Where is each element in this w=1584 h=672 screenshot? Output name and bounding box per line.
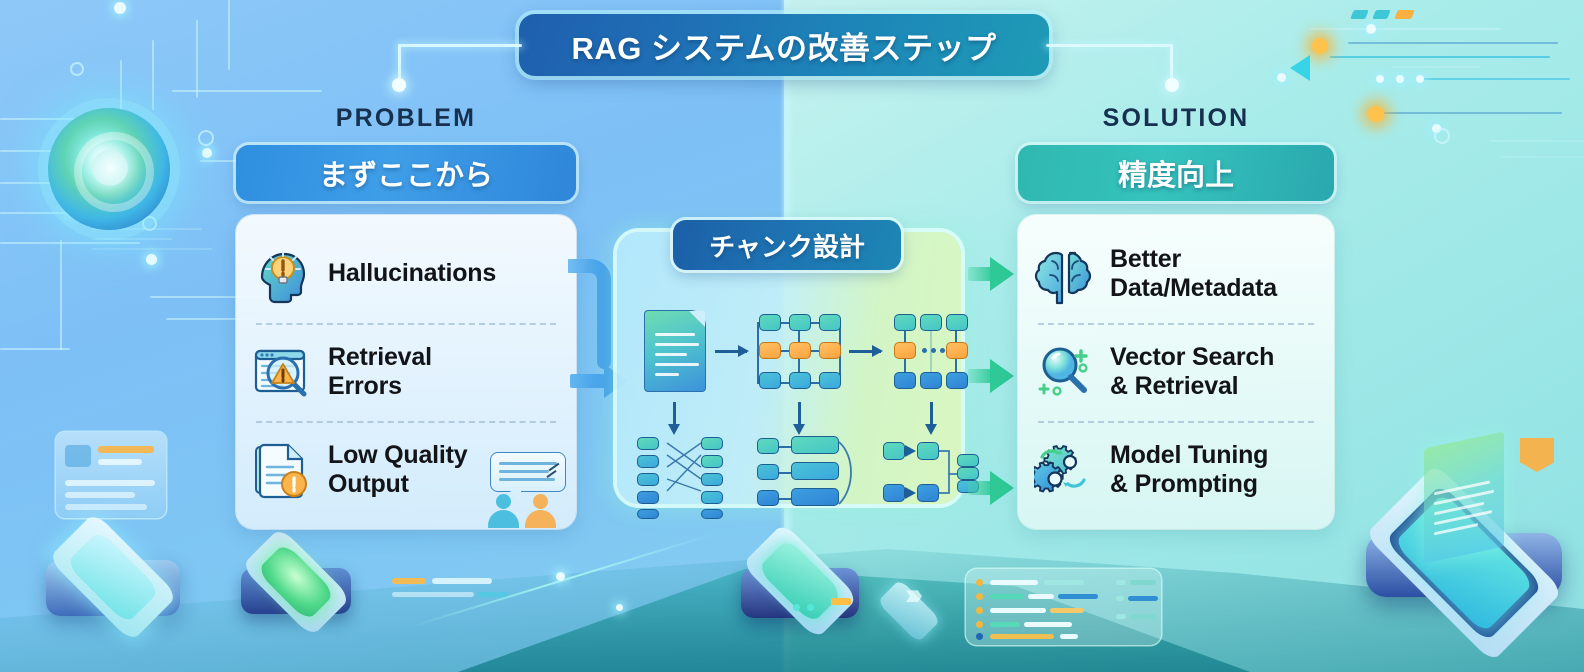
problem-item-label-line1: Low Quality bbox=[328, 440, 468, 469]
solution-item-better-data-metadata[interactable]: Better Data/Metadata bbox=[1034, 225, 1318, 323]
chevron-triple-icon: ››› bbox=[905, 578, 923, 611]
bg-browser-card bbox=[56, 432, 166, 518]
problem-to-center-arrow bbox=[563, 252, 628, 412]
source-document-icon bbox=[644, 310, 706, 392]
solution-column: SOLUTION 精度向上 bbox=[1018, 104, 1334, 529]
document-alert-icon bbox=[252, 439, 314, 501]
center-to-solution-arrow-1 bbox=[968, 256, 1014, 292]
person-orange-icon bbox=[525, 494, 556, 528]
solution-item-model-tuning-prompting[interactable]: Model Tuning & Prompting bbox=[1029, 421, 1318, 519]
center-panel: チャンク設計 bbox=[617, 220, 979, 519]
solution-item-label-line1: Better bbox=[1110, 244, 1182, 273]
solution-badge-label: 精度向上 bbox=[1117, 160, 1234, 192]
problem-item-label: Low Quality Output bbox=[328, 440, 468, 500]
browser-magnifier-alert-icon bbox=[252, 341, 314, 403]
title-connector-right-v bbox=[1170, 44, 1173, 82]
solution-item-label-line1: Vector Search bbox=[1110, 342, 1275, 371]
center-badge-label: チャンク設計 bbox=[709, 231, 865, 262]
magnifier-sparkle-icon bbox=[1034, 341, 1096, 403]
iso-chip-left bbox=[40, 508, 186, 654]
title-pill: RAG システムの改善ステップ bbox=[519, 14, 1049, 76]
down-arrow-1 bbox=[668, 402, 680, 435]
solution-item-label: Model Tuning & Prompting bbox=[1110, 441, 1268, 500]
problem-item-label: Hallucinations bbox=[328, 259, 496, 289]
problem-item-hallucinations[interactable]: Hallucinations bbox=[252, 225, 560, 323]
solution-item-label-line2: Data/Metadata bbox=[1110, 274, 1277, 302]
title-connector-right-dot bbox=[1165, 78, 1179, 92]
solution-heading: SOLUTION bbox=[1102, 104, 1250, 132]
stage1-to-stage2-arrow bbox=[715, 345, 749, 357]
iso-chip-center bbox=[735, 520, 865, 650]
solution-item-label: Better Data/Metadata bbox=[1110, 245, 1277, 304]
title-connector-right-h bbox=[1046, 44, 1172, 47]
person-blue-icon bbox=[488, 494, 519, 528]
problem-item-label-line1: Retrieval bbox=[328, 342, 432, 371]
solution-card: Better Data/Metadata bbox=[1018, 215, 1334, 529]
problem-item-label: Retrieval Errors bbox=[328, 343, 432, 402]
problem-item-low-quality-output[interactable]: Low Quality Output bbox=[252, 421, 560, 519]
stage2-to-stage3-arrow bbox=[849, 345, 883, 357]
title-connector-left-dot bbox=[392, 78, 406, 92]
problem-badge: まずここから bbox=[236, 145, 576, 201]
title-connector-left-v bbox=[398, 44, 401, 82]
title-banner: RAG システムの改善ステップ bbox=[519, 14, 1049, 76]
solution-item-label-line1: Model Tuning bbox=[1110, 440, 1269, 469]
center-to-solution-arrow-2 bbox=[968, 358, 1014, 394]
down-arrow-3 bbox=[925, 402, 937, 435]
iso-chip-green bbox=[236, 524, 356, 644]
core-inner-glow bbox=[92, 150, 128, 186]
down-arrow-2 bbox=[793, 402, 805, 435]
solution-item-label: Vector Search & Retrieval bbox=[1110, 343, 1274, 402]
solution-item-label-line2: & Prompting bbox=[1110, 470, 1258, 498]
solution-item-label-line2: & Retrieval bbox=[1110, 372, 1239, 400]
hologram-document-icon bbox=[1424, 431, 1504, 564]
problem-item-retrieval-errors[interactable]: Retrieval Errors bbox=[252, 323, 560, 421]
brain-icon bbox=[1034, 243, 1096, 305]
gears-refresh-icon bbox=[1029, 439, 1096, 501]
solution-item-vector-search-retrieval[interactable]: Vector Search & Retrieval bbox=[1034, 323, 1318, 421]
problem-item-label-line: Hallucinations bbox=[328, 259, 497, 288]
solution-badge: 精度向上 bbox=[1018, 145, 1334, 201]
problem-item-label-line2: Output bbox=[328, 470, 409, 498]
center-badge: チャンク設計 bbox=[673, 220, 901, 270]
code-list-panel bbox=[966, 569, 1161, 645]
head-lightbulb-alert-icon bbox=[252, 243, 314, 305]
problem-badge-label: まずここから bbox=[318, 160, 493, 192]
person-emphasis-lines bbox=[546, 462, 562, 480]
page-title: RAG システムの改善ステップ bbox=[571, 30, 997, 66]
problem-heading: PROBLEM bbox=[335, 104, 477, 132]
problem-column: PROBLEM まずここから bbox=[236, 104, 576, 529]
glowing-core-icon bbox=[48, 108, 170, 230]
title-connector-left-h bbox=[400, 44, 522, 47]
problem-card: Hallucinations bbox=[236, 215, 576, 529]
center-to-solution-arrow-3 bbox=[968, 470, 1014, 506]
problem-item-label-line2: Errors bbox=[328, 372, 402, 400]
